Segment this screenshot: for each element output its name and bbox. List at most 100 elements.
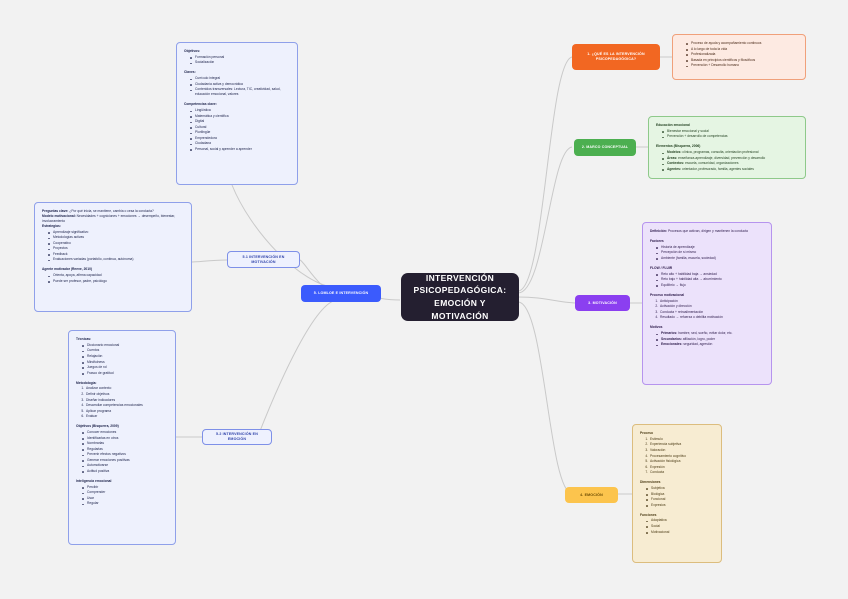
list-item: Puede ser profesor, padre, psicólogo <box>48 279 184 284</box>
list-item-label: Contextos: <box>667 161 685 166</box>
central-node-title: INTERVENCIÓN PSICOPEDAGÓGICA:EMOCIÓN Y M… <box>413 272 507 321</box>
que-es-list: Proceso de ayuda y acompañamiento contin… <box>680 41 798 68</box>
lomloe-g1-heading: Objetivos: <box>184 49 201 53</box>
list-item: Matemática y científica <box>190 114 290 119</box>
topic-lomloe-label: 5. LOMLOE E INTERVENCIÓN <box>313 291 369 296</box>
list-item: Proceso de ayuda y acompañamiento contin… <box>686 41 798 46</box>
list-item-value: escuela, comunidad, organizaciones <box>684 161 739 166</box>
list-item: Resultado → refuerza o debilita motivaci… <box>659 315 764 320</box>
list-item-label: Emocionales: <box>661 342 683 347</box>
topic-que-es-intervencion[interactable]: 1. ¿QUÉ ES LA INTERVENCIÓN PSICOPEDAGÓGI… <box>572 44 660 70</box>
list-item: Personal, social y aprender a aprender <box>190 147 290 152</box>
list-item: Procesamiento cognitivo <box>649 454 714 459</box>
list-item: Aplicar programa <box>85 409 168 414</box>
central-node[interactable]: INTERVENCIÓN PSICOPEDAGÓGICA:EMOCIÓN Y M… <box>401 273 519 321</box>
topic-interv-emocion-label: 5.2 INTERVENCIÓN EN EMOCIÓN <box>216 432 258 441</box>
list-item: Cultural <box>190 125 290 130</box>
im-g1-heading: Estrategias: <box>42 223 61 228</box>
list-item: Nombrarlas <box>82 441 168 446</box>
list-item: Reto bajo + habilidad alta → aburrimient… <box>656 277 764 282</box>
marco-g2-heading: Elementos (Bisquerra, 2006) <box>656 144 701 149</box>
list-item: Valoración <box>649 448 714 453</box>
list-item: Metodologías activas <box>48 235 184 240</box>
list-item: Identificarlas en otros <box>82 436 168 441</box>
im-modelo-value: Necesidades + cogniciones + emociones → … <box>42 213 176 223</box>
list-item: Analizar contexto <box>85 386 168 391</box>
detail-intervencion-motivacion: Preguntas clave: ¿Por qué inicia, se man… <box>34 202 192 312</box>
list-item: Usar <box>82 496 168 501</box>
list-item: Automotivarse <box>82 463 168 468</box>
list-item-value: hambre, sed, sueño, evitar dolor, etc. <box>677 331 733 336</box>
ie-g1-heading: Técnicas: <box>76 337 92 341</box>
topic-marco-conceptual[interactable]: 2. MARCO CONCEPTUAL <box>574 139 636 156</box>
list-item-value: seguridad, agresión <box>682 342 713 347</box>
list-item: Diseñar indicadores <box>85 398 168 403</box>
im-preguntas-value: ¿Por qué inicia, se mantiene, cambia o c… <box>68 209 154 213</box>
list-item: Actitud positiva <box>82 469 168 474</box>
list-item: Social <box>646 524 714 529</box>
topic-emocion[interactable]: 4. EMOCIÓN <box>565 487 618 503</box>
list-item: Definir objetivos <box>85 392 168 397</box>
im-modelo-motivacional: Modelo motivacional: Necesidades + cogni… <box>42 214 184 224</box>
list-item: Plurilingüe <box>190 130 290 135</box>
motivacion-g4-list: Primarios: hambre, sed, sueño, evitar do… <box>650 331 764 347</box>
list-item: Historia de aprendizaje <box>656 245 764 250</box>
list-item-value: afiliación, logro, poder <box>681 336 716 341</box>
list-item: Profesionalizada <box>686 52 798 57</box>
topic-que-es-label: 1. ¿QUÉ ES LA INTERVENCIÓN PSICOPEDAGÓGI… <box>587 52 645 61</box>
list-item: Ciudadanía activa y democrática <box>190 82 290 87</box>
motivacion-g1-heading: Factores <box>650 238 664 243</box>
emocion-g1-heading: Proceso <box>640 431 654 435</box>
marco-g1-heading: Educación emocional <box>656 123 690 127</box>
topic-motivacion[interactable]: 3. MOTIVACIÓN <box>575 295 630 311</box>
list-item: Percibir <box>82 485 168 490</box>
list-item: Desarrollar competencias emocionales <box>85 403 168 408</box>
im-modelo-label: Modelo motivacional: <box>42 213 76 218</box>
im-preguntas-clave: Preguntas clave: ¿Por qué inicia, se man… <box>42 209 184 214</box>
motivacion-g4-heading: Motivos <box>650 325 663 330</box>
ie-group-metodologia: Metodología: Analizar contextoDefinir ob… <box>76 381 168 420</box>
list-item: Anticipación <box>659 299 764 304</box>
list-item: Prevención + Desarrollo humano <box>686 63 798 68</box>
detail-marco-conceptual: Educación emocional Bienestar emocional … <box>648 116 806 179</box>
emocion-g2-heading: Dimensiones <box>640 480 661 485</box>
ie-g2-list: Analizar contextoDefinir objetivosDiseña… <box>76 386 168 419</box>
list-item: Secundarios: afiliación, logro, poder <box>656 336 764 342</box>
topic-intervencion-motivacion[interactable]: 5.1 INTERVENCIÓN EN MOTIVACIÓN <box>227 251 300 268</box>
motivacion-definicion-text: Definición: Procesos que activan, dirige… <box>650 229 764 234</box>
list-item: Lingüística <box>190 108 290 113</box>
topic-lomloe-intervencion[interactable]: 5. LOMLOE E INTERVENCIÓN <box>301 285 381 302</box>
lomloe-g3-heading: Competencias clave: <box>184 102 217 107</box>
ie-g3-heading: Objetivos (Bisquerra, 2009) <box>76 424 119 429</box>
emocion-g3-heading: Funciones <box>640 512 657 517</box>
topic-interv-motivacion-label: 5.1 INTERVENCIÓN EN MOTIVACIÓN <box>242 254 285 264</box>
motivacion-definicion-value: Procesos que activan, dirigen y mantiene… <box>667 229 748 233</box>
topic-intervencion-emocion[interactable]: 5.2 INTERVENCIÓN EN EMOCIÓN <box>202 429 272 445</box>
list-item: Emprendedora <box>190 136 290 141</box>
list-item: Juegos de rol <box>82 365 168 370</box>
list-item: Generar emociones positivas <box>82 458 168 463</box>
list-item: Equilibrio → flujo <box>656 283 764 288</box>
list-item: Feedback <box>48 252 184 257</box>
list-item: Primarios: hambre, sed, sueño, evitar do… <box>656 331 764 336</box>
list-item: Conducta + retroalimentación <box>659 310 764 315</box>
ie-g2-heading: Metodología: <box>76 380 97 385</box>
list-item-value: enseñanza-aprendizaje, diversidad, preve… <box>677 155 766 160</box>
list-item: Aprendizaje significativo <box>48 230 184 235</box>
emocion-group-proceso: Proceso EstímuloExperiencia subjetivaVal… <box>640 431 714 475</box>
